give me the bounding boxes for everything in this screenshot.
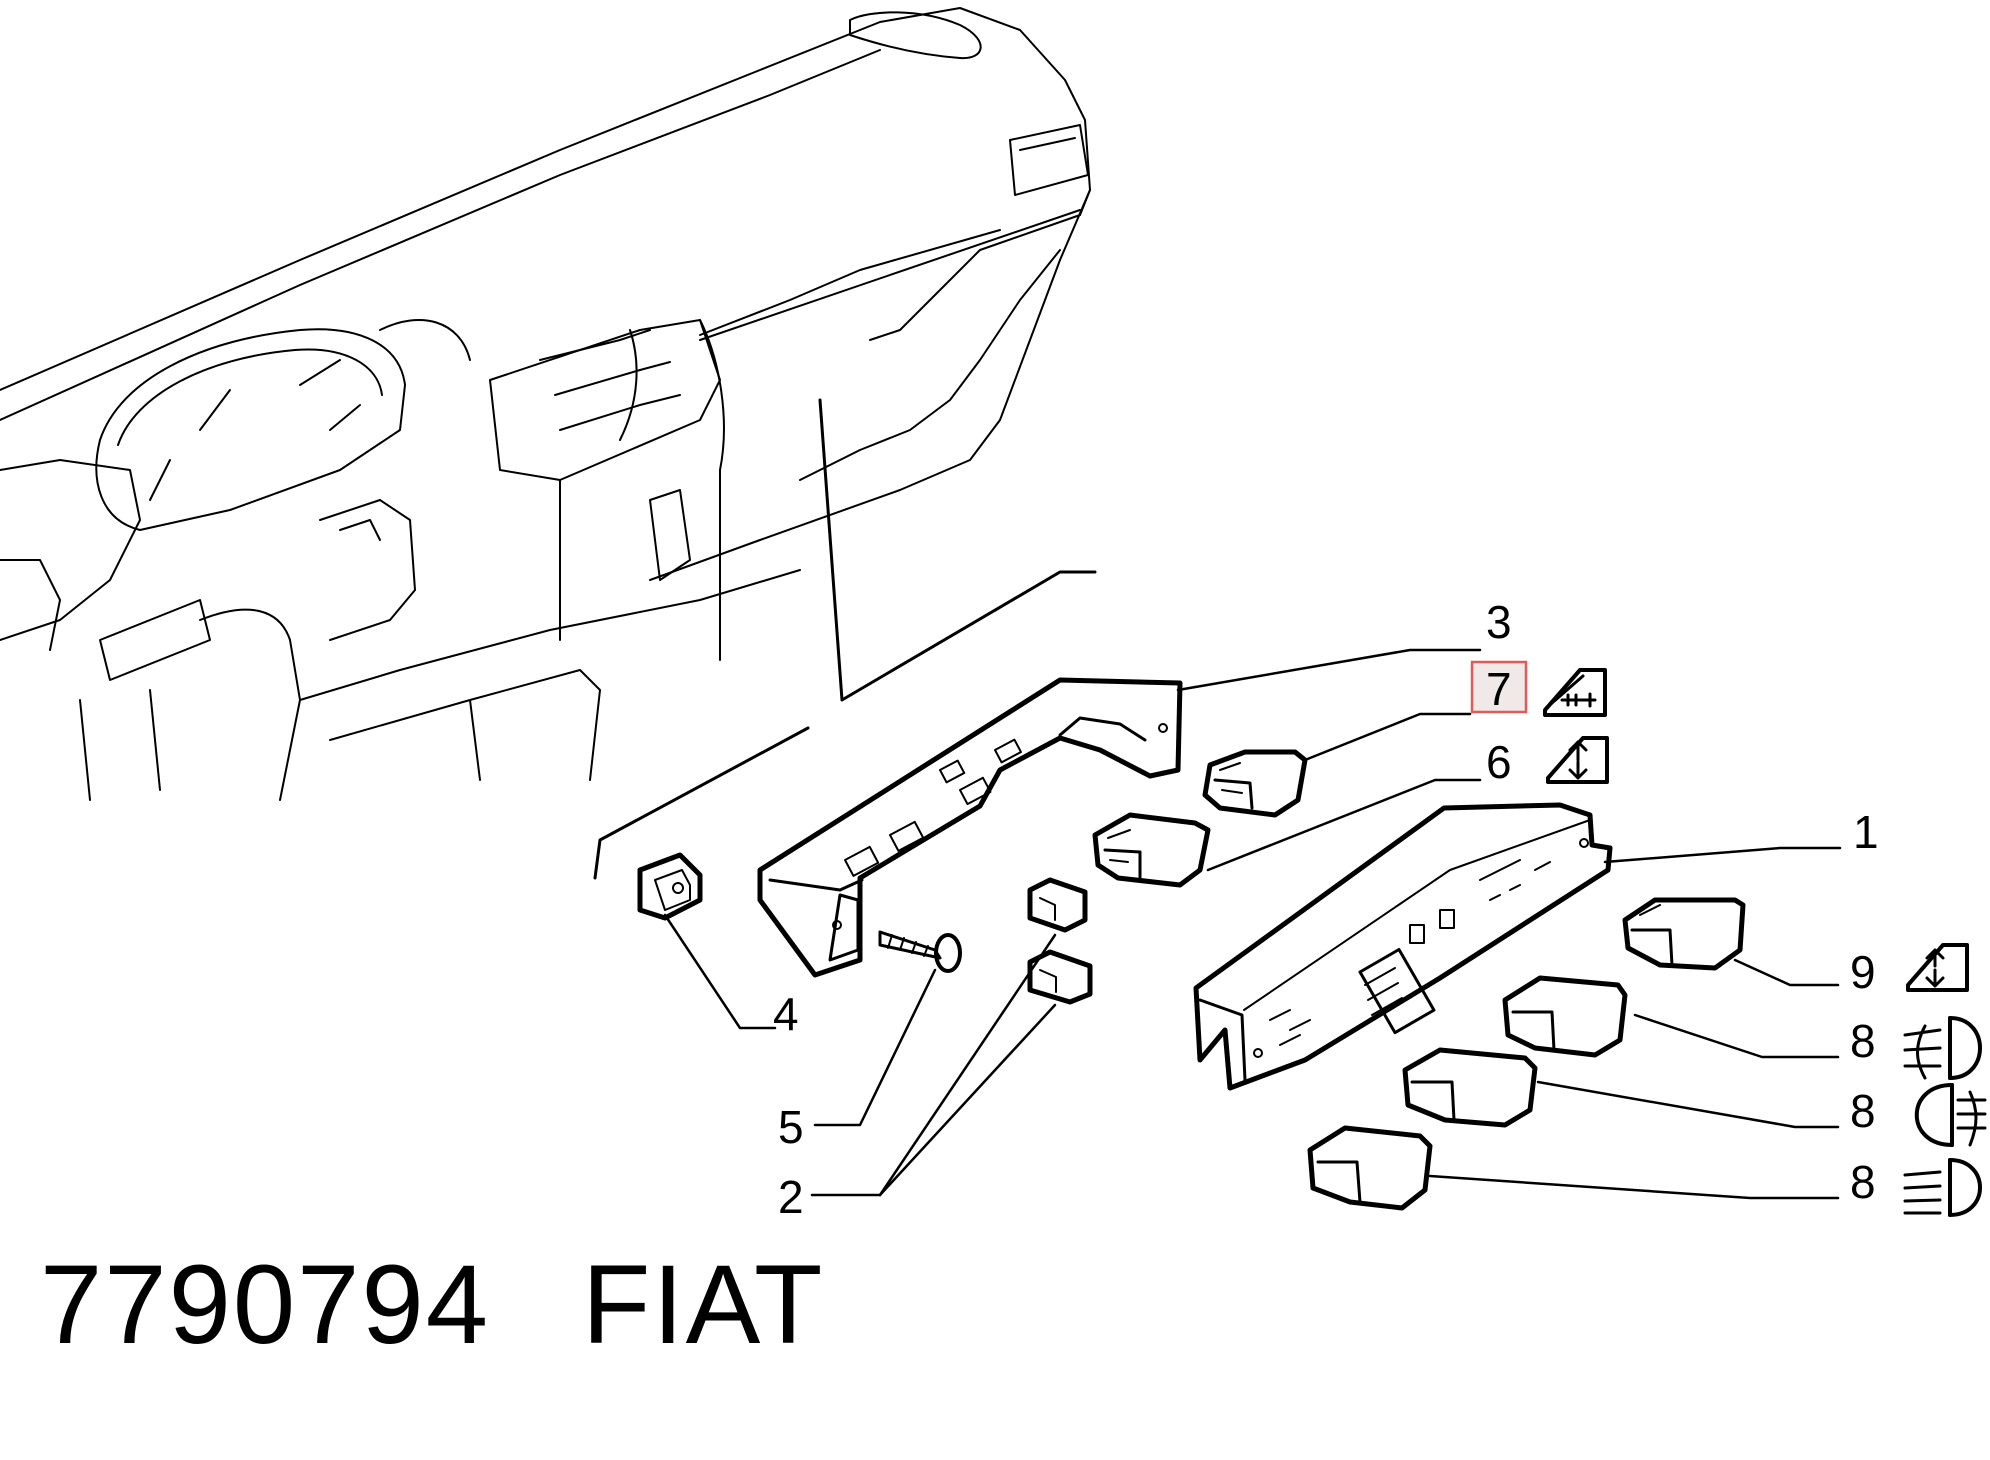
bracket-part-3 <box>757 677 1183 978</box>
dashboard-outline <box>0 7 1091 801</box>
callout-6: 6 <box>1486 736 1512 788</box>
leader-lines <box>663 648 1842 1200</box>
callout-8-fog-light: 8 <box>1850 1015 1876 1067</box>
window-lock-icon <box>1543 668 1607 717</box>
switch-button-8a <box>1502 975 1628 1058</box>
power-window-icon <box>1546 736 1609 784</box>
power-window-icon <box>1906 943 1969 992</box>
callout-5: 5 <box>778 1101 804 1153</box>
callout-8-headlight: 8 <box>1850 1156 1876 1208</box>
screw-part-5 <box>878 930 962 973</box>
switch-button-8c <box>1307 1125 1433 1211</box>
callout-8-fog-lamp: 8 <box>1850 1085 1876 1137</box>
brand-name: FIAT <box>582 1242 825 1367</box>
callout-7: 7 <box>1486 663 1512 715</box>
callout-labels: 1 2 3 4 5 6 7 8 8 8 9 <box>773 596 1879 1223</box>
part-number: 7790794 <box>40 1242 491 1367</box>
callout-4: 4 <box>773 988 799 1040</box>
switch-panel-part-1 <box>1193 802 1613 1091</box>
clip-part-4 <box>637 852 703 921</box>
mounting-line <box>818 398 1097 702</box>
switch-button-7 <box>1202 749 1308 818</box>
rear-fog-light-icon <box>1903 1016 1982 1080</box>
callout-2: 2 <box>778 1171 804 1223</box>
switch-button-8b <box>1402 1047 1538 1128</box>
callout-9: 9 <box>1850 946 1876 998</box>
switch-button-9 <box>1622 897 1746 971</box>
callout-1: 1 <box>1853 806 1879 858</box>
highlight-box <box>1470 660 1528 714</box>
clips-part-2 <box>1027 877 1093 1005</box>
part-caption: 7790794 FIAT <box>40 1240 824 1369</box>
callout-3: 3 <box>1486 596 1512 648</box>
headlight-leveling-icon <box>1903 1158 1982 1217</box>
rear-fog-lamp-icon <box>1914 1083 1987 1147</box>
switch-button-6 <box>1092 812 1211 888</box>
